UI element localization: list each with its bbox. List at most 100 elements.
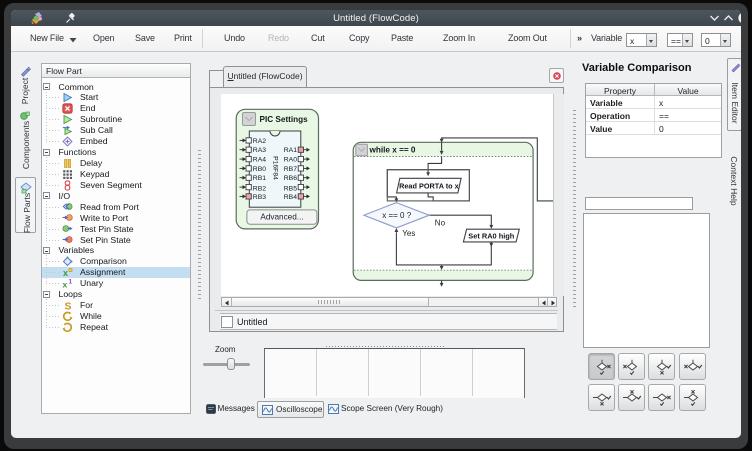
tree-group-functions[interactable]: Functions <box>42 147 190 158</box>
sidebar-tab-flow-parts[interactable]: Flow Parts <box>15 177 36 233</box>
value-combobox[interactable]: 0 <box>701 33 731 47</box>
tree-expander-icon[interactable] <box>43 290 50 298</box>
scrollbar-track[interactable] <box>429 298 538 306</box>
toolbar-copy[interactable]: Copy <box>349 33 370 43</box>
property-column-header[interactable]: Property <box>586 84 655 96</box>
inspector-text-input[interactable] <box>585 197 693 210</box>
scroll-left-button[interactable] <box>538 298 547 306</box>
flowchart-name-bar[interactable]: Untitled <box>220 313 557 330</box>
tree-expander-icon[interactable] <box>43 192 50 200</box>
combobox-dropdown-icon[interactable] <box>720 34 730 46</box>
toolbar-save[interactable]: Save <box>135 33 155 43</box>
value-cell[interactable]: 0 <box>659 124 664 134</box>
pic-chip[interactable] <box>248 130 302 208</box>
table-row[interactable]: Value 0 <box>586 122 721 135</box>
decision-layout-button-2[interactable] <box>617 353 645 380</box>
pin-icon[interactable] <box>65 12 77 24</box>
tree-expander-icon[interactable] <box>43 83 50 91</box>
document-tab[interactable]: Untitled (FlowCode) <box>223 66 307 88</box>
document-close-button[interactable] <box>549 68 564 83</box>
tree-item-test-pin-state[interactable]: Test Pin State <box>42 223 190 234</box>
tree-item-for[interactable]: For <box>42 300 190 311</box>
toolbar-print[interactable]: Print <box>174 33 192 43</box>
tree-group-loops[interactable]: Loops <box>42 289 190 300</box>
tree-item-sub-call[interactable]: Sub Call <box>42 125 190 136</box>
while-loop-component[interactable]: while x == 0 <box>352 141 534 282</box>
toolbar-paste[interactable]: Paste <box>391 33 414 43</box>
minimize-button[interactable] <box>709 14 720 22</box>
table-row[interactable]: Operation == <box>586 109 721 122</box>
zoom-slider-thumb[interactable] <box>227 358 235 370</box>
tree-item-start[interactable]: Start <box>42 92 190 103</box>
combobox-dropdown-icon[interactable] <box>682 34 692 46</box>
scroll-right-button[interactable] <box>547 298 556 306</box>
toolbar-overflow-chevron[interactable]: » <box>577 33 582 43</box>
combobox-dropdown-icon[interactable] <box>646 34 656 46</box>
toolbar-redo[interactable]: Redo <box>268 33 289 43</box>
pic-right-pins[interactable]: RA1 RA0 RB7 RB6 RB5 RB4 <box>284 146 310 201</box>
pic-settings-component[interactable]: PIC Settings P16F84 RA2 RA3 RA4 RB0 RB1 … <box>235 108 320 230</box>
operation-combobox[interactable]: == <box>667 33 693 47</box>
right-splitter-handle[interactable] <box>573 110 576 310</box>
tree-item-subroutine[interactable]: Subroutine <box>42 114 190 125</box>
tree-expander-icon[interactable] <box>43 148 50 156</box>
pic-settings-toggle[interactable] <box>242 112 256 126</box>
sidebar-tab-item-editor[interactable]: Item Editor <box>727 58 741 131</box>
decision-layout-button-3[interactable] <box>648 353 675 380</box>
value-cell[interactable]: x <box>659 98 664 108</box>
scroll-left-button[interactable] <box>222 298 231 306</box>
decision-layout-button-8[interactable] <box>678 384 706 411</box>
value-column-header[interactable]: Value <box>655 84 721 96</box>
variable-combobox[interactable]: x <box>626 33 657 47</box>
value-cell[interactable]: == <box>659 111 669 121</box>
decision-layout-button-6[interactable] <box>617 384 645 411</box>
canvas-vertical-scrollbar[interactable] <box>553 94 564 296</box>
tree-item-comparison[interactable]: Comparison <box>42 256 190 267</box>
tree-group-common[interactable]: Common <box>42 81 190 92</box>
canvas-horizontal-scrollbar[interactable] <box>221 297 557 307</box>
tree-group-variables[interactable]: Variables <box>42 245 190 256</box>
tree-item-end[interactable]: End <box>42 103 190 114</box>
set-ra0-command[interactable]: Set RA0 high <box>462 228 521 243</box>
oscilloscope-screen[interactable] <box>264 348 525 398</box>
scrollbar-thumb[interactable] <box>231 298 429 306</box>
tree-item-assignment[interactable]: Assignment <box>42 266 190 278</box>
table-row[interactable]: Variable x <box>586 96 721 109</box>
close-button[interactable] <box>738 12 741 24</box>
decision-layout-button-1[interactable] <box>587 353 615 380</box>
toolbar-zoom-out[interactable]: Zoom Out <box>508 33 547 43</box>
left-splitter-handle[interactable] <box>198 150 201 300</box>
toolbar-cut[interactable]: Cut <box>311 33 325 43</box>
pic-left-pins[interactable]: RA2 RA3 RA4 RB0 RB1 RB2 RB3 <box>239 137 267 201</box>
tree-item-read-from-port[interactable]: Read from Port <box>42 201 190 212</box>
decision-layout-button-7[interactable] <box>648 384 675 411</box>
decision-component[interactable]: x == 0 ? <box>362 202 431 229</box>
tree-item-set-pin-state[interactable]: Set Pin State <box>42 234 190 245</box>
while-toggle[interactable] <box>355 143 368 157</box>
zoom-slider[interactable] <box>203 363 250 366</box>
tab-oscilloscope[interactable]: Oscilloscope <box>257 401 324 418</box>
decision-layout-button-5[interactable] <box>587 384 615 411</box>
decision-layout-button-4[interactable] <box>678 353 706 380</box>
tree-item-unary[interactable]: Unary <box>42 278 190 289</box>
toolbar-new-file[interactable]: New File <box>30 33 64 43</box>
flowchart-name-checkbox[interactable] <box>221 315 233 328</box>
tree-item-seven-segment[interactable]: Seven Segment <box>42 179 190 190</box>
tree-group-i-o[interactable]: I/O <box>42 190 190 201</box>
inspector-list-box[interactable] <box>583 213 710 348</box>
read-port-command[interactable]: Read PORTA to x <box>386 169 470 202</box>
toolbar-open[interactable]: Open <box>93 33 115 43</box>
titlebar[interactable]: Untitled (FlowCode) <box>11 10 741 26</box>
tree-expander-icon[interactable] <box>43 247 50 255</box>
tree-item-repeat[interactable]: Repeat <box>42 321 190 332</box>
tree-item-embed[interactable]: Embed <box>42 136 190 147</box>
toolbar-undo[interactable]: Undo <box>224 33 245 43</box>
advanced-button[interactable]: Advanced... <box>246 209 318 225</box>
new-file-dropdown-icon[interactable] <box>69 37 77 43</box>
maximize-button[interactable] <box>723 14 734 22</box>
tree-item-keypad[interactable]: Keypad <box>42 168 190 179</box>
tree-item-delay[interactable]: Delay <box>42 158 190 169</box>
toolbar-zoom-in[interactable]: Zoom In <box>443 33 475 43</box>
tree-item-while[interactable]: While <box>42 311 190 322</box>
tree-item-write-to-port[interactable]: Write to Port <box>42 212 190 223</box>
